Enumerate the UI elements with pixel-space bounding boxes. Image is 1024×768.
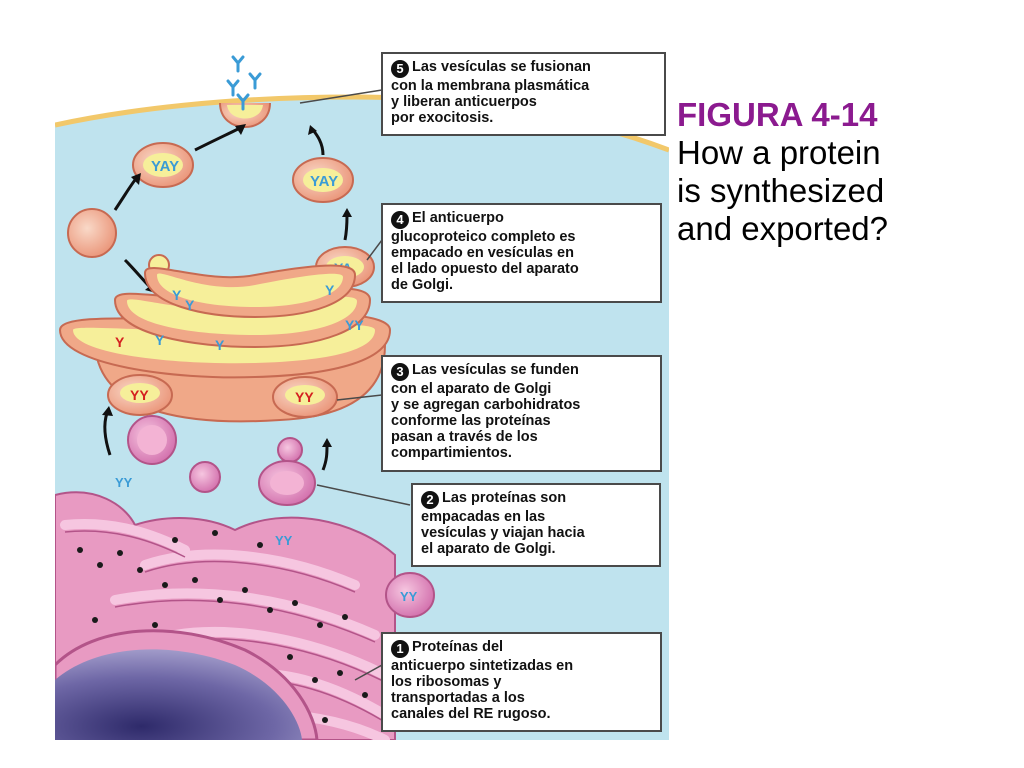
step-5-line-3: y liberan anticuerpos xyxy=(391,94,537,110)
step-4-line-3: empacado en vesículas en xyxy=(391,245,574,261)
caption-title: FIGURA 4-14 xyxy=(677,96,878,133)
released-antibodies xyxy=(226,55,262,111)
step-5-line-1: Las vesículas se fusionan xyxy=(412,59,591,75)
transport-vesicle-center xyxy=(189,461,221,493)
step-2-number: 2 xyxy=(421,491,439,509)
step-5-number: 5 xyxy=(391,60,409,78)
step-1-line-3: los ribosomas y xyxy=(391,674,502,690)
step-5-line-4: por exocitosis. xyxy=(391,110,494,126)
svg-text:YAY: YAY xyxy=(310,173,338,190)
step-2-line-3: vesículas y viajan hacia xyxy=(421,525,585,541)
svg-text:YY: YY xyxy=(345,317,364,333)
svg-text:Y: Y xyxy=(215,337,225,353)
secretory-vesicle-left: YAY xyxy=(132,142,194,188)
caption-line-2: is synthesized xyxy=(677,172,885,209)
svg-text:Y: Y xyxy=(115,334,125,350)
svg-text:YY: YY xyxy=(115,475,133,490)
step-1-line-4: transportadas a los xyxy=(391,690,525,706)
figure-caption: FIGURA 4-14 How a protein is synthesized… xyxy=(677,96,1017,248)
nucleus xyxy=(55,629,319,740)
step-2-line-1: Las proteínas son xyxy=(442,490,567,506)
golgi-apparatus: Y Y Y YY Y Y Y YY YY xyxy=(58,264,392,423)
step-1-number: 1 xyxy=(391,640,409,658)
caption-line-3: and exported? xyxy=(677,210,889,247)
step-3-line-1: Las vesículas se funden xyxy=(412,362,579,378)
step-3-number: 3 xyxy=(391,363,409,381)
step-3-line-4: conforme las proteínas xyxy=(391,413,551,429)
caption-body: How a protein is synthesized and exporte… xyxy=(677,134,1017,248)
svg-text:Y: Y xyxy=(155,332,165,348)
svg-text:Y: Y xyxy=(185,297,195,313)
step-3-line-2: con el aparato de Golgi xyxy=(391,381,552,397)
svg-text:Y: Y xyxy=(325,282,335,298)
vesicle-lysosome xyxy=(67,208,117,258)
step-3-line-5: pasan a través de los xyxy=(391,429,538,445)
svg-text:YAY: YAY xyxy=(151,158,179,175)
step-1-line-2: anticuerpo sintetizadas en xyxy=(391,658,574,674)
step-3-line-6: compartimientos. xyxy=(391,445,512,461)
svg-text:YY: YY xyxy=(400,589,418,604)
step-4-line-4: el lado opuesto del aparato xyxy=(391,261,579,277)
secretory-vesicle-right: YAY xyxy=(292,157,354,203)
svg-text:Y: Y xyxy=(172,287,182,303)
step-1-line-1: Proteínas del xyxy=(412,639,504,655)
svg-text:YY: YY xyxy=(275,533,293,548)
svg-text:YY: YY xyxy=(130,387,149,403)
step-4-line-2: glucoproteico completo es xyxy=(391,229,576,245)
step-3-line-3: y se agregan carbohidratos xyxy=(391,397,581,413)
step-4-line-1: El anticuerpo xyxy=(412,210,504,226)
transport-vesicle-right xyxy=(258,460,316,506)
step-4-number: 4 xyxy=(391,211,409,229)
step-1-line-5: canales del RE rugoso. xyxy=(391,706,551,722)
step-2-line-4: el aparato de Golgi. xyxy=(421,541,556,557)
step-2-line-2: empacadas en las xyxy=(421,509,546,525)
callout-leaders xyxy=(299,89,411,681)
svg-text:YY: YY xyxy=(295,389,314,405)
protein-secretion-diagram: YAY YAY YA xyxy=(55,25,669,740)
transport-vesicle-small xyxy=(277,437,303,463)
exocytosis-vesicle xyxy=(219,102,271,128)
step-4-line-5: de Golgi. xyxy=(391,277,454,293)
caption-line-1: How a protein xyxy=(677,134,881,171)
step-5-line-2: con la membrana plasmática xyxy=(391,78,590,94)
transport-vesicle-left xyxy=(127,415,177,465)
